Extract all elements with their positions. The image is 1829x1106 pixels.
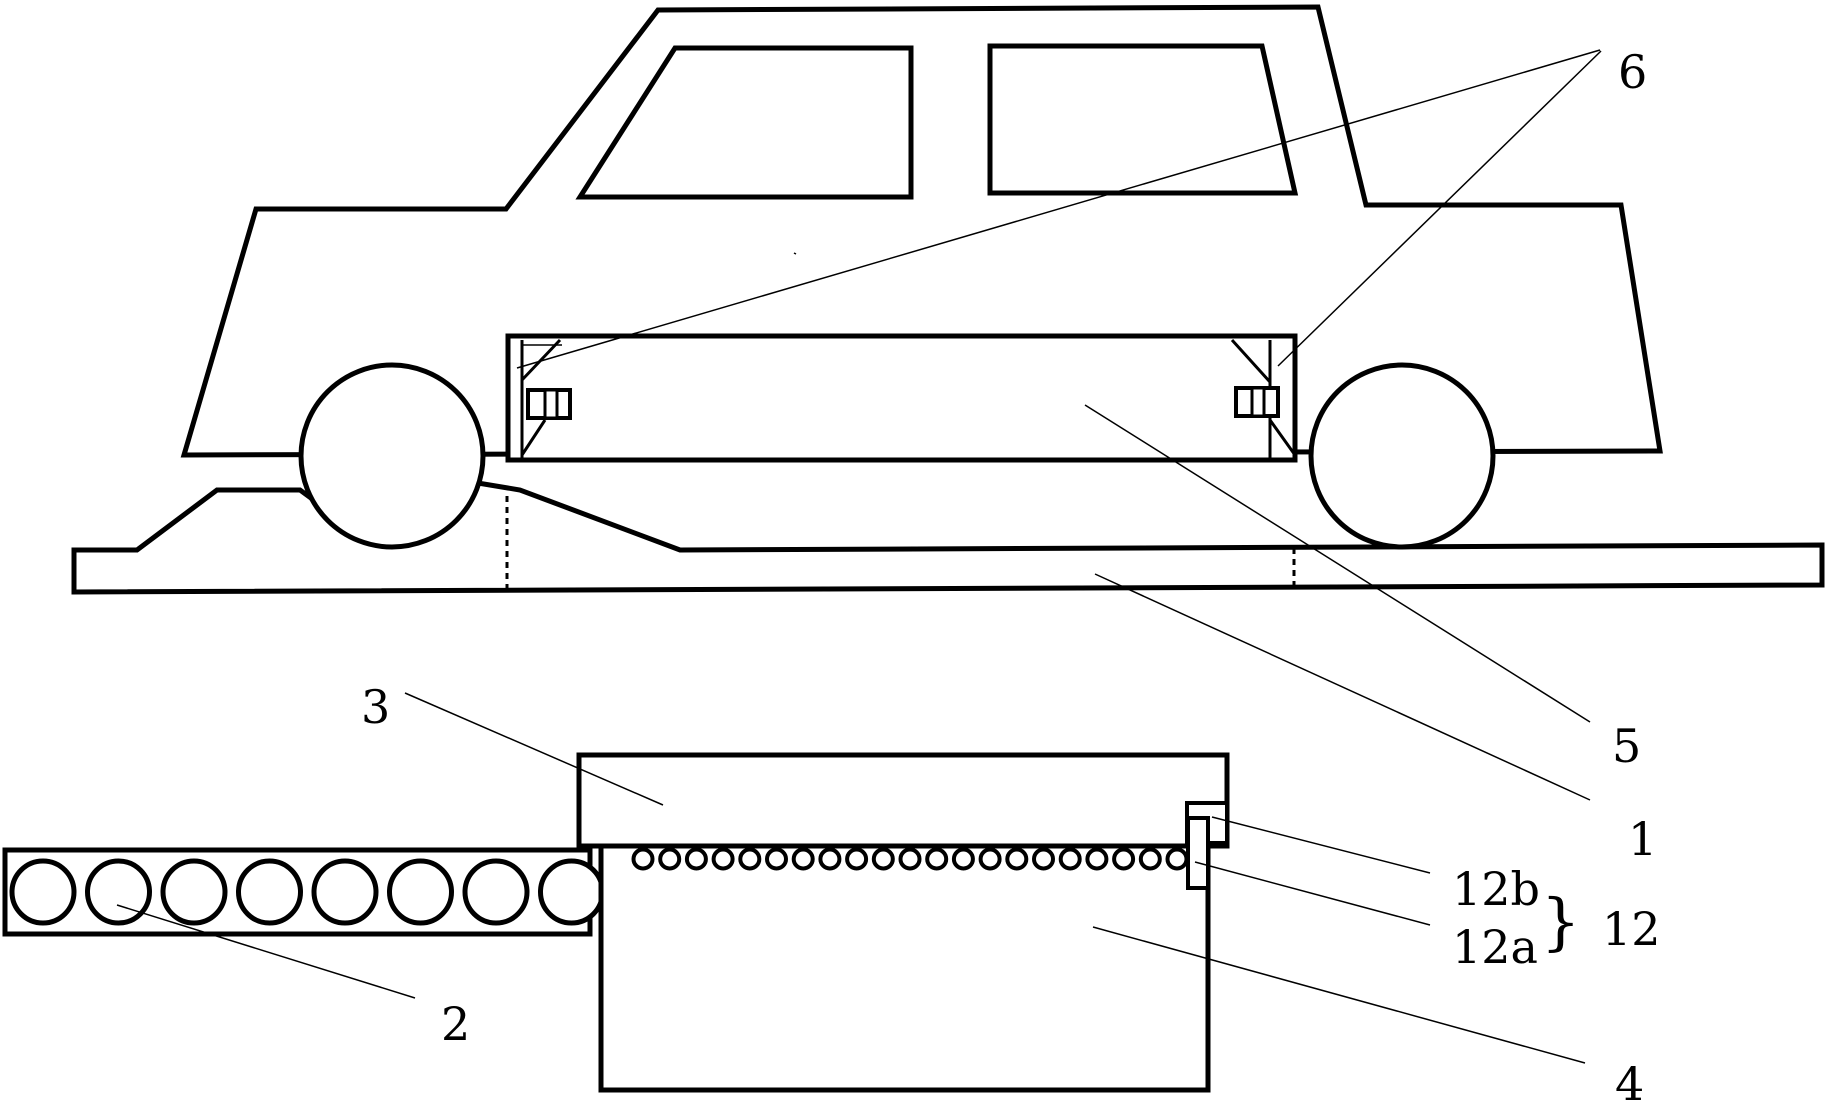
conveyor-roller — [387, 858, 454, 926]
box-roller — [1165, 847, 1189, 871]
conveyor-roller — [160, 858, 228, 926]
charging-box-lid — [576, 752, 1230, 849]
interior-dot — [793, 252, 797, 255]
label-4: 4 — [1615, 1057, 1644, 1106]
charging-box — [598, 843, 1211, 1093]
box-roller — [1032, 847, 1055, 871]
vehicle-battery-pack — [505, 333, 1298, 463]
conveyor-roller — [85, 858, 152, 926]
lock-part-12a — [1186, 816, 1210, 890]
leader-12a — [1194, 861, 1431, 926]
label-1: 1 — [1628, 812, 1657, 866]
conveyor-roller — [311, 858, 379, 926]
label-12-brace: } — [1541, 885, 1580, 958]
conveyor-roller — [538, 858, 605, 926]
conveyor-roller — [462, 858, 530, 926]
leader-3 — [404, 692, 664, 806]
box-roller — [1112, 847, 1136, 871]
box-roller — [818, 847, 842, 871]
label-5: 5 — [1612, 719, 1641, 773]
conveyor-roller — [9, 858, 77, 926]
label-12a: 12a — [1452, 920, 1538, 974]
box-roller — [1085, 847, 1109, 871]
label-2: 2 — [441, 997, 470, 1051]
box-roller — [631, 847, 655, 871]
box-roller — [1005, 847, 1029, 871]
roller-conveyor — [2, 847, 605, 937]
box-roller — [791, 847, 815, 871]
box-roller — [925, 847, 949, 871]
leader-2 — [116, 904, 416, 999]
rear-window — [575, 45, 914, 200]
bracket-left — [520, 338, 562, 458]
leader-5 — [1084, 404, 1591, 723]
box-roller — [738, 847, 762, 871]
lock-left-inner — [543, 388, 559, 420]
box-roller — [658, 847, 682, 871]
leader-1 — [1094, 573, 1591, 801]
box-roller — [898, 847, 922, 871]
leader-6-right — [1277, 50, 1602, 367]
leader-12b — [1211, 816, 1431, 874]
box-rollers — [631, 847, 1189, 871]
box-roller — [684, 847, 708, 871]
box-roller — [951, 847, 975, 871]
leader-4 — [1092, 926, 1586, 1064]
box-roller — [765, 847, 788, 871]
label-3: 3 — [361, 680, 390, 734]
battery-pack-5 — [505, 333, 1298, 463]
box-roller — [871, 847, 895, 871]
label-12b: 12b — [1452, 862, 1540, 916]
box-roller — [711, 847, 735, 871]
box-roller — [845, 847, 869, 871]
conveyor-roller — [236, 858, 303, 926]
box-roller — [1058, 847, 1082, 871]
label-6: 6 — [1618, 45, 1647, 99]
front-wheel — [1308, 362, 1496, 550]
box-roller — [1138, 847, 1162, 871]
leader-lines — [116, 49, 1602, 1064]
box-roller — [978, 847, 1002, 871]
leader-6-left — [516, 49, 1601, 369]
label-12: 12 — [1602, 902, 1661, 956]
front-window — [987, 43, 1299, 196]
rear-wheel — [298, 362, 486, 550]
lock-right-inner — [1250, 386, 1266, 418]
conveyor-rollers — [9, 858, 605, 926]
